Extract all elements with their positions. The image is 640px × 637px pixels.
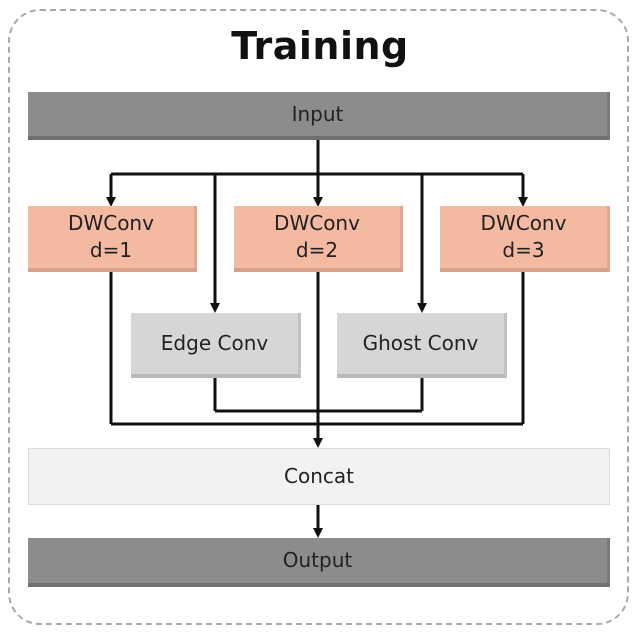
ghost-conv-node: Ghost Conv — [337, 313, 507, 378]
input-node: Input — [28, 92, 610, 140]
diagram-title: Training — [231, 24, 409, 68]
edge-conv-node: Edge Conv — [131, 313, 301, 378]
output-node: Output — [28, 538, 610, 587]
dwconv-d2-node: DWConv d=2 — [234, 206, 403, 272]
dwconv-d3-node: DWConv d=3 — [440, 206, 610, 272]
concat-node: Concat — [28, 448, 610, 505]
dwconv-d1-node: DWConv d=1 — [28, 206, 197, 272]
